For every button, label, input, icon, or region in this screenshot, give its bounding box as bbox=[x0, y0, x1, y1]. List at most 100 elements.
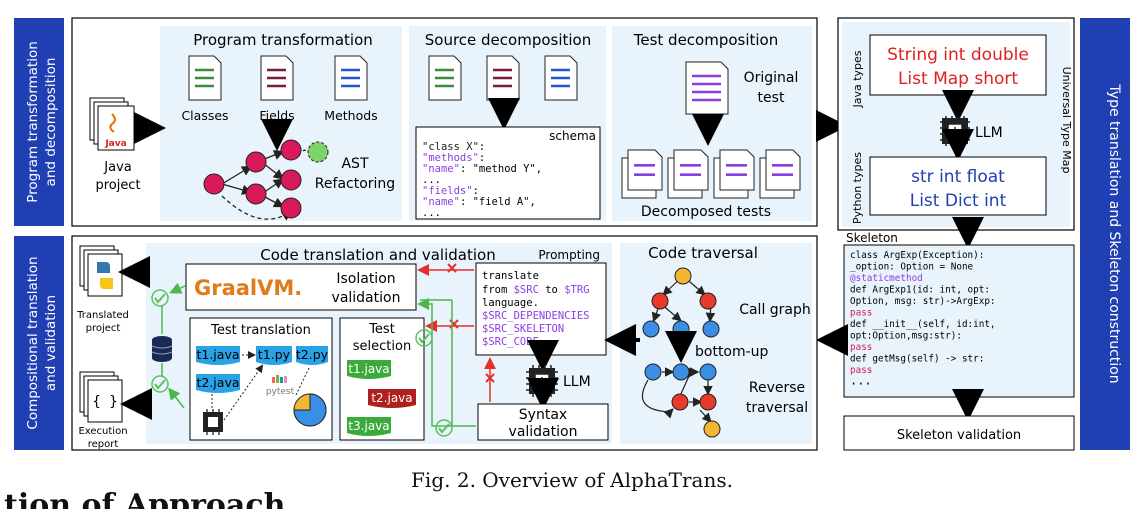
prompt-dep: $SRC_DEPENDENCIES bbox=[482, 310, 589, 322]
graph-node bbox=[644, 363, 662, 381]
graalvm-logo: GraalVM. bbox=[194, 276, 302, 300]
check-icon bbox=[151, 375, 169, 393]
java-types-box bbox=[869, 34, 1047, 96]
python-types-box bbox=[869, 156, 1047, 216]
source-decomposition-docs bbox=[428, 55, 578, 101]
methods-label: Methods bbox=[324, 108, 377, 123]
prompt-to: to bbox=[539, 284, 564, 296]
original-test-line2: test bbox=[758, 90, 785, 106]
decomposed-test-doc-icon bbox=[627, 149, 663, 191]
skeleton-line: pass bbox=[850, 365, 872, 376]
schema-line: ... bbox=[422, 174, 441, 186]
right-label: Type translation and Skeleton constructi… bbox=[1080, 18, 1130, 450]
graph-node bbox=[699, 292, 717, 310]
prompt-src: $SRC bbox=[514, 284, 539, 296]
prompt-llm-chip-icon bbox=[526, 365, 558, 397]
java-icon-text: Java bbox=[104, 139, 126, 149]
java-types-line1: String int double bbox=[887, 45, 1029, 65]
test-chip-icon bbox=[203, 409, 223, 435]
ast-node bbox=[280, 169, 302, 191]
fields-doc-icon bbox=[260, 55, 294, 101]
methods-doc-icon bbox=[334, 55, 368, 101]
skeleton-line: @staticmethod bbox=[850, 273, 923, 284]
java-types-label: Java types bbox=[851, 50, 864, 108]
classes-doc-icon bbox=[188, 55, 222, 101]
t1-java-tag: t1.java bbox=[196, 346, 240, 365]
t2-java-tag: t2.java bbox=[196, 374, 240, 393]
schema-label: schema bbox=[549, 129, 596, 143]
code-traversal-title: Code traversal bbox=[648, 244, 758, 262]
left-label-bottom-line1: Compositional translation bbox=[25, 256, 41, 429]
schema-line: "methods": bbox=[422, 152, 485, 164]
skeleton-line: ... bbox=[850, 374, 872, 388]
prompt-code: $SRC_CODE bbox=[482, 336, 539, 348]
translated-project-icon bbox=[79, 245, 123, 297]
sel-t3-tag: t3.java bbox=[347, 417, 391, 436]
pytest-logo: pytest bbox=[266, 375, 295, 397]
prompt-line3: language. bbox=[482, 297, 539, 309]
graph-node bbox=[703, 420, 721, 438]
sel-t1-tag: t1.java bbox=[347, 360, 391, 379]
translated-project-line1: Translated bbox=[76, 310, 129, 321]
overview-diagram: Program transformation and decomposition… bbox=[4, 17, 1130, 509]
class-doc-icon bbox=[428, 55, 462, 101]
classes-label: Classes bbox=[181, 108, 228, 123]
figure-caption: Fig. 2. Overview of AlphaTrans. bbox=[411, 468, 733, 492]
left-label-top-line1: Program transformation bbox=[25, 41, 41, 203]
java-project-icon: Java bbox=[89, 97, 135, 151]
check-icon bbox=[415, 329, 433, 347]
partial-section-heading: tion of Approach bbox=[4, 488, 286, 523]
t1-java-label: t1.java bbox=[196, 347, 239, 362]
reverse-graph bbox=[642, 363, 721, 438]
graph-node bbox=[702, 320, 720, 338]
type-llm-label: LLM bbox=[975, 125, 1003, 141]
isolation-line1: Isolation bbox=[336, 271, 395, 287]
schema-code: "class X": "methods": "name": "method Y"… bbox=[422, 141, 542, 219]
skeleton-validation-label: Skeleton validation bbox=[897, 428, 1021, 443]
program-transformation-title: Program transformation bbox=[193, 31, 373, 49]
t1-py-tag: t1.py bbox=[256, 346, 292, 365]
prompting-label: Prompting bbox=[538, 248, 600, 262]
schema-box bbox=[415, 126, 601, 220]
schema-line: "name": "field A", bbox=[422, 196, 536, 208]
skeleton-line: def getMsg(self) -> str: bbox=[850, 354, 984, 365]
skeleton-line: _option: Option = None bbox=[850, 262, 974, 273]
graph-node bbox=[651, 292, 669, 310]
schema-line: "fields": bbox=[422, 185, 479, 197]
prompt-skel: $SRC_SKELETON bbox=[482, 323, 564, 335]
t1-py-label: t1.py bbox=[258, 347, 291, 362]
skeleton-label: Skeleton bbox=[846, 231, 898, 245]
skeleton-line: Option, msg: str)->ArgExp: bbox=[850, 296, 996, 307]
bottom-up-label: bottom-up bbox=[695, 344, 769, 360]
t2-py-label: t2.py bbox=[296, 347, 329, 362]
test-translation-title: Test translation bbox=[210, 323, 311, 338]
python-types-line1: str int float bbox=[911, 167, 1005, 187]
decomposed-test-doc-icon bbox=[765, 149, 801, 191]
right-label-text: Type translation and Skeleton constructi… bbox=[1106, 83, 1122, 383]
schema-line: "class X": bbox=[422, 141, 485, 153]
sel-t2-tag: t2.java bbox=[368, 389, 416, 408]
original-test-doc-icon bbox=[685, 61, 729, 115]
ast-line2: Refactoring bbox=[315, 176, 395, 192]
ast-node-new bbox=[307, 141, 329, 163]
isolation-validation-box bbox=[185, 263, 417, 311]
graph-node bbox=[671, 393, 689, 411]
graph-node bbox=[699, 363, 717, 381]
prompt-text: translate from $SRC to $TRG language. $S… bbox=[482, 270, 590, 348]
ast-line1: AST bbox=[341, 156, 368, 172]
test-decomposition-docs bbox=[621, 61, 801, 199]
call-graph-label: Call graph bbox=[739, 302, 811, 318]
method-doc-icon bbox=[544, 55, 578, 101]
skeleton-box bbox=[843, 244, 1075, 398]
graph-node bbox=[672, 320, 690, 338]
check-icon bbox=[151, 289, 169, 307]
left-label-top-line2: and decomposition bbox=[43, 58, 59, 187]
ast-node bbox=[245, 151, 267, 173]
test-decomposition-title: Test decomposition bbox=[633, 31, 779, 49]
skeleton-line: def __init__(self, id:int, bbox=[850, 319, 996, 330]
decomposed-test-doc-icon bbox=[719, 149, 755, 191]
universal-type-map-label: Universal Type Map bbox=[1060, 67, 1073, 174]
prompt-box bbox=[475, 262, 607, 356]
decomposed-test-doc-icon bbox=[673, 149, 709, 191]
field-doc-icon bbox=[486, 55, 520, 101]
